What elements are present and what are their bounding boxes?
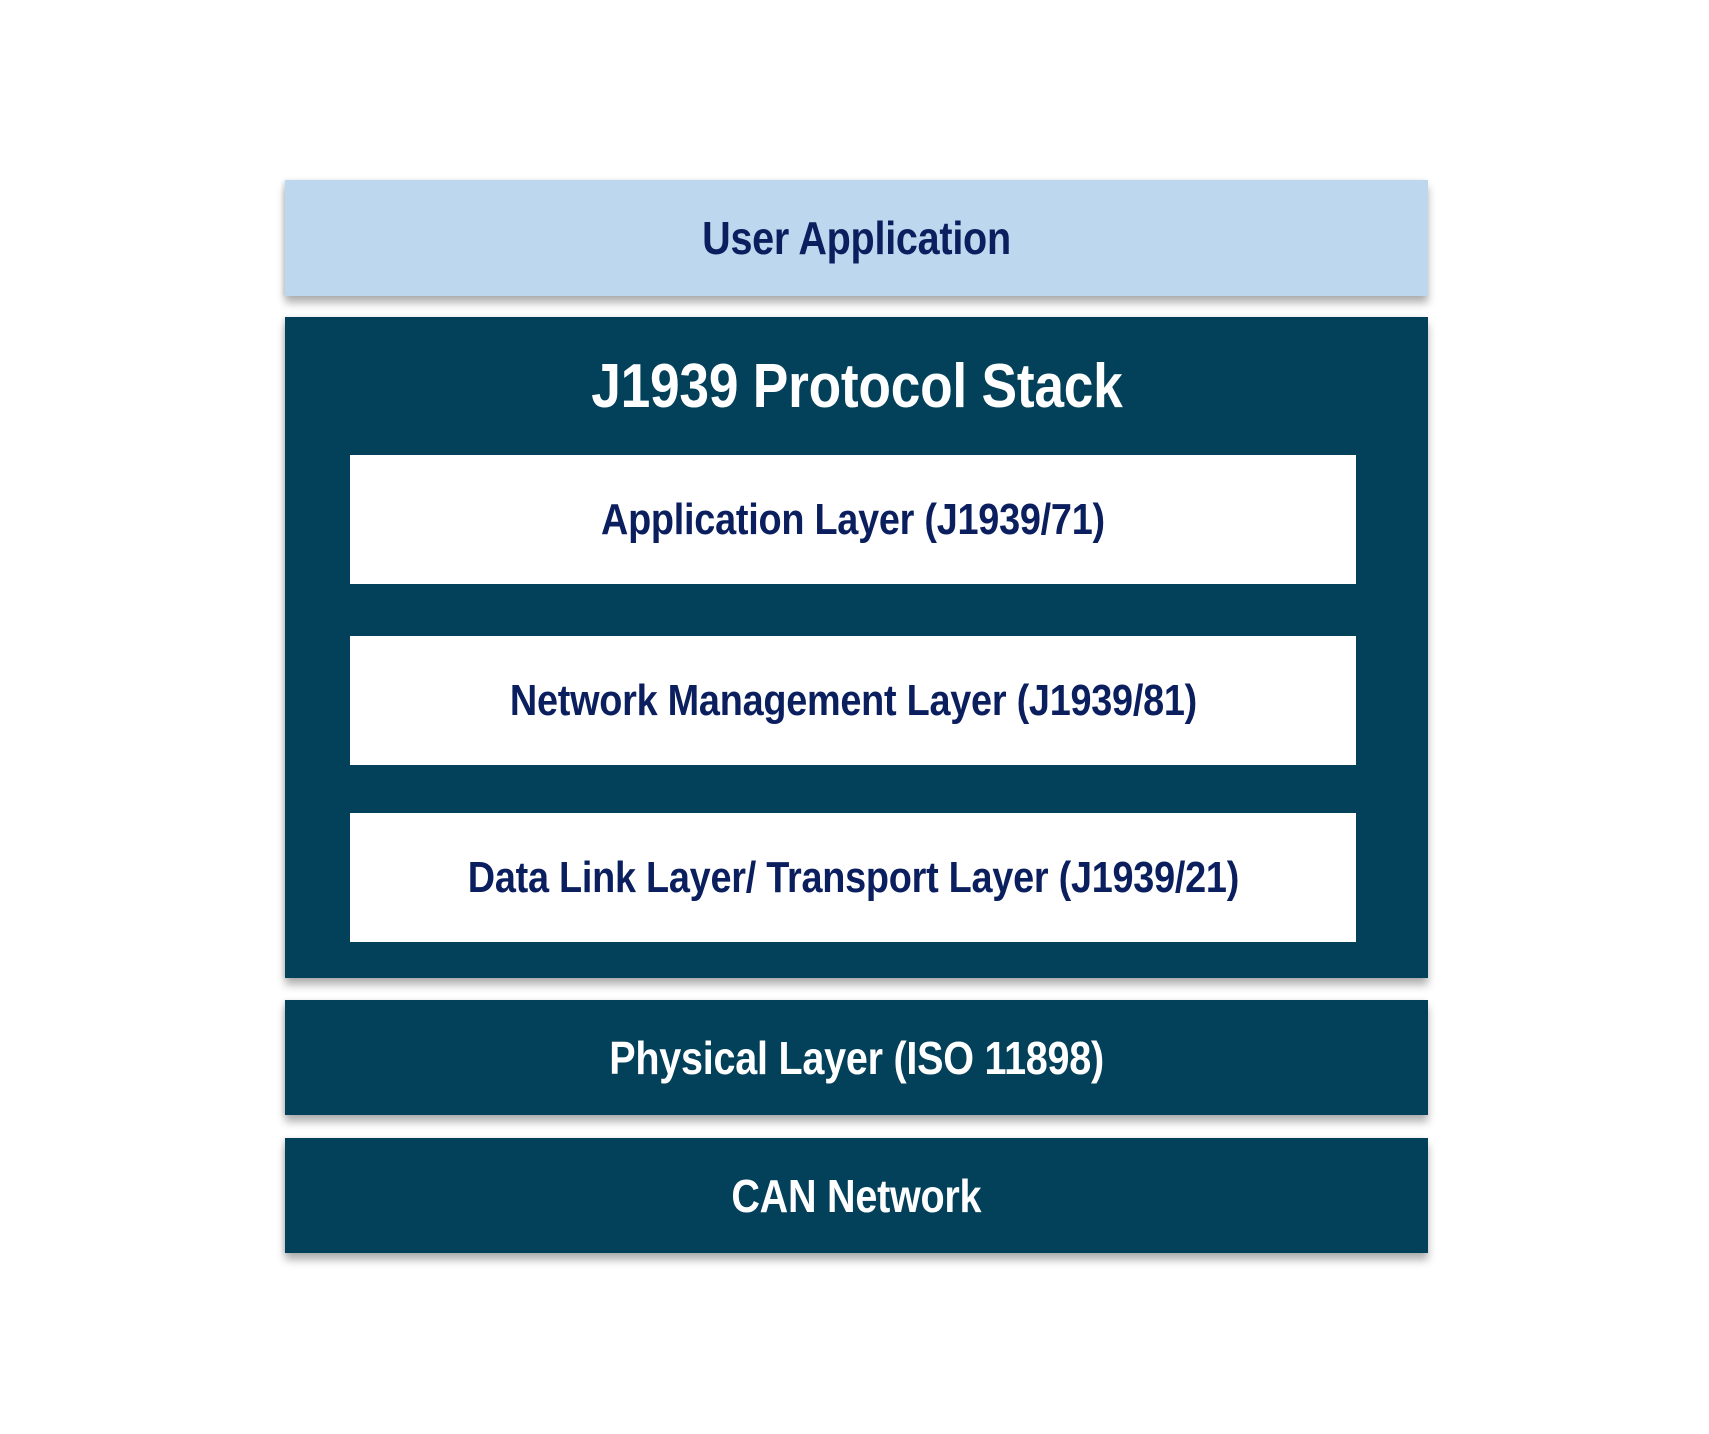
j1939-protocol-stack-block: J1939 Protocol Stack Application Layer (… — [285, 317, 1428, 978]
data-link-transport-layer-label: Data Link Layer/ Transport Layer (J1939/… — [467, 852, 1239, 902]
user-application-label: User Application — [702, 212, 1011, 264]
physical-layer-label: Physical Layer (ISO 11898) — [609, 1031, 1104, 1084]
protocol-stack-title-label: J1939 Protocol Stack — [590, 352, 1123, 421]
network-management-layer-block: Network Management Layer (J1939/81) — [350, 636, 1356, 765]
user-application-block: User Application — [285, 180, 1428, 296]
network-management-layer-label: Network Management Layer (J1939/81) — [509, 675, 1197, 725]
can-network-label: CAN Network — [731, 1169, 982, 1222]
data-link-transport-layer-block: Data Link Layer/ Transport Layer (J1939/… — [350, 813, 1356, 942]
application-layer-label: Application Layer (J1939/71) — [601, 494, 1105, 544]
physical-layer-block: Physical Layer (ISO 11898) — [285, 1000, 1428, 1115]
protocol-stack-title: J1939 Protocol Stack — [285, 351, 1428, 422]
application-layer-block: Application Layer (J1939/71) — [350, 455, 1356, 584]
can-network-block: CAN Network — [285, 1138, 1428, 1253]
